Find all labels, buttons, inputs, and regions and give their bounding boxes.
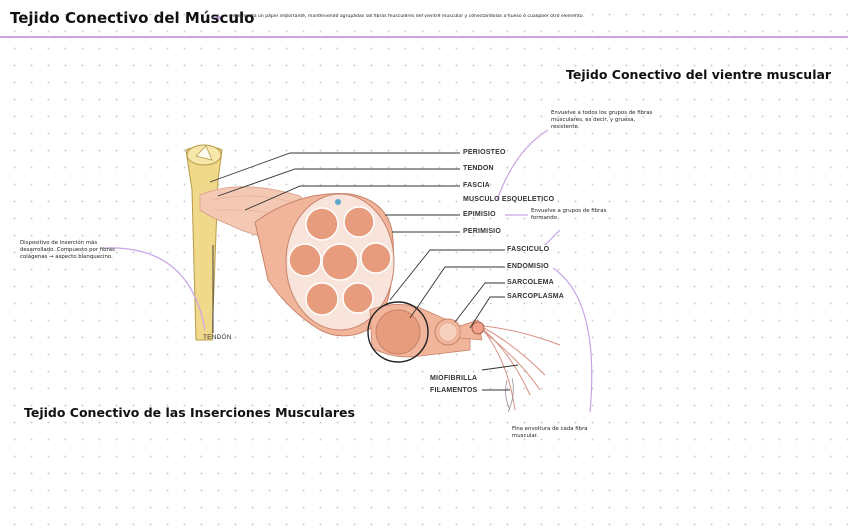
muscle-belly [254,193,395,337]
label-miofibrilla: MIOFIBRILLA [430,375,478,382]
myofibril-cross-section [471,321,485,335]
label-epimisio: EPIMISIO [463,211,496,218]
label-sarcolema: SARCOLEMA [507,279,554,286]
filament-strands [505,377,514,413]
page-subtitle: Desempeña un papel importante, mantenien… [229,14,584,19]
myofibril-strands [483,325,561,411]
section-title-insertions: Tejido Conectivo de las Inserciones Musc… [24,405,355,420]
label-sarcoplasma: SARCOPLASMA [507,293,565,300]
note-arrows [104,129,593,413]
bone-illustration [185,144,223,341]
label-filamentos: FILAMENTOS [430,387,478,394]
label-perimisio: PERIMISIO [463,228,501,235]
leader-lines [209,152,519,391]
note-endomisio: Fina envoltura de cada fibra muscular. [512,426,588,439]
section-title-belly: Tejido Conectivo del vientre muscular [566,67,832,82]
label-tendon-insertion: TENDÓN [203,334,232,341]
note-epimisio: Envuelve a todos los grupos de fibras mu… [551,110,653,130]
label-fasciculo: FASCICULO [507,246,550,253]
label-musculo-esqueletico: MUSCULO ESQUELETICO [463,196,555,203]
title-arrow: → [212,11,222,24]
note-tendon: Dispositivo de inserción más desarrollad… [20,240,115,260]
fascicle-cross-section [367,301,429,363]
note-perimisio: Envuelve a grupos de fibras formando [531,208,607,221]
label-periosteo: PERIOSTEO [463,149,506,156]
label-endomisio: ENDOMISIO [507,263,549,270]
label-tendon: TENDON [463,165,494,172]
header-divider [0,36,848,38]
page-title: Tejido Conectivo del Músculo [10,9,255,27]
label-fascia: FASCIA [463,182,490,189]
